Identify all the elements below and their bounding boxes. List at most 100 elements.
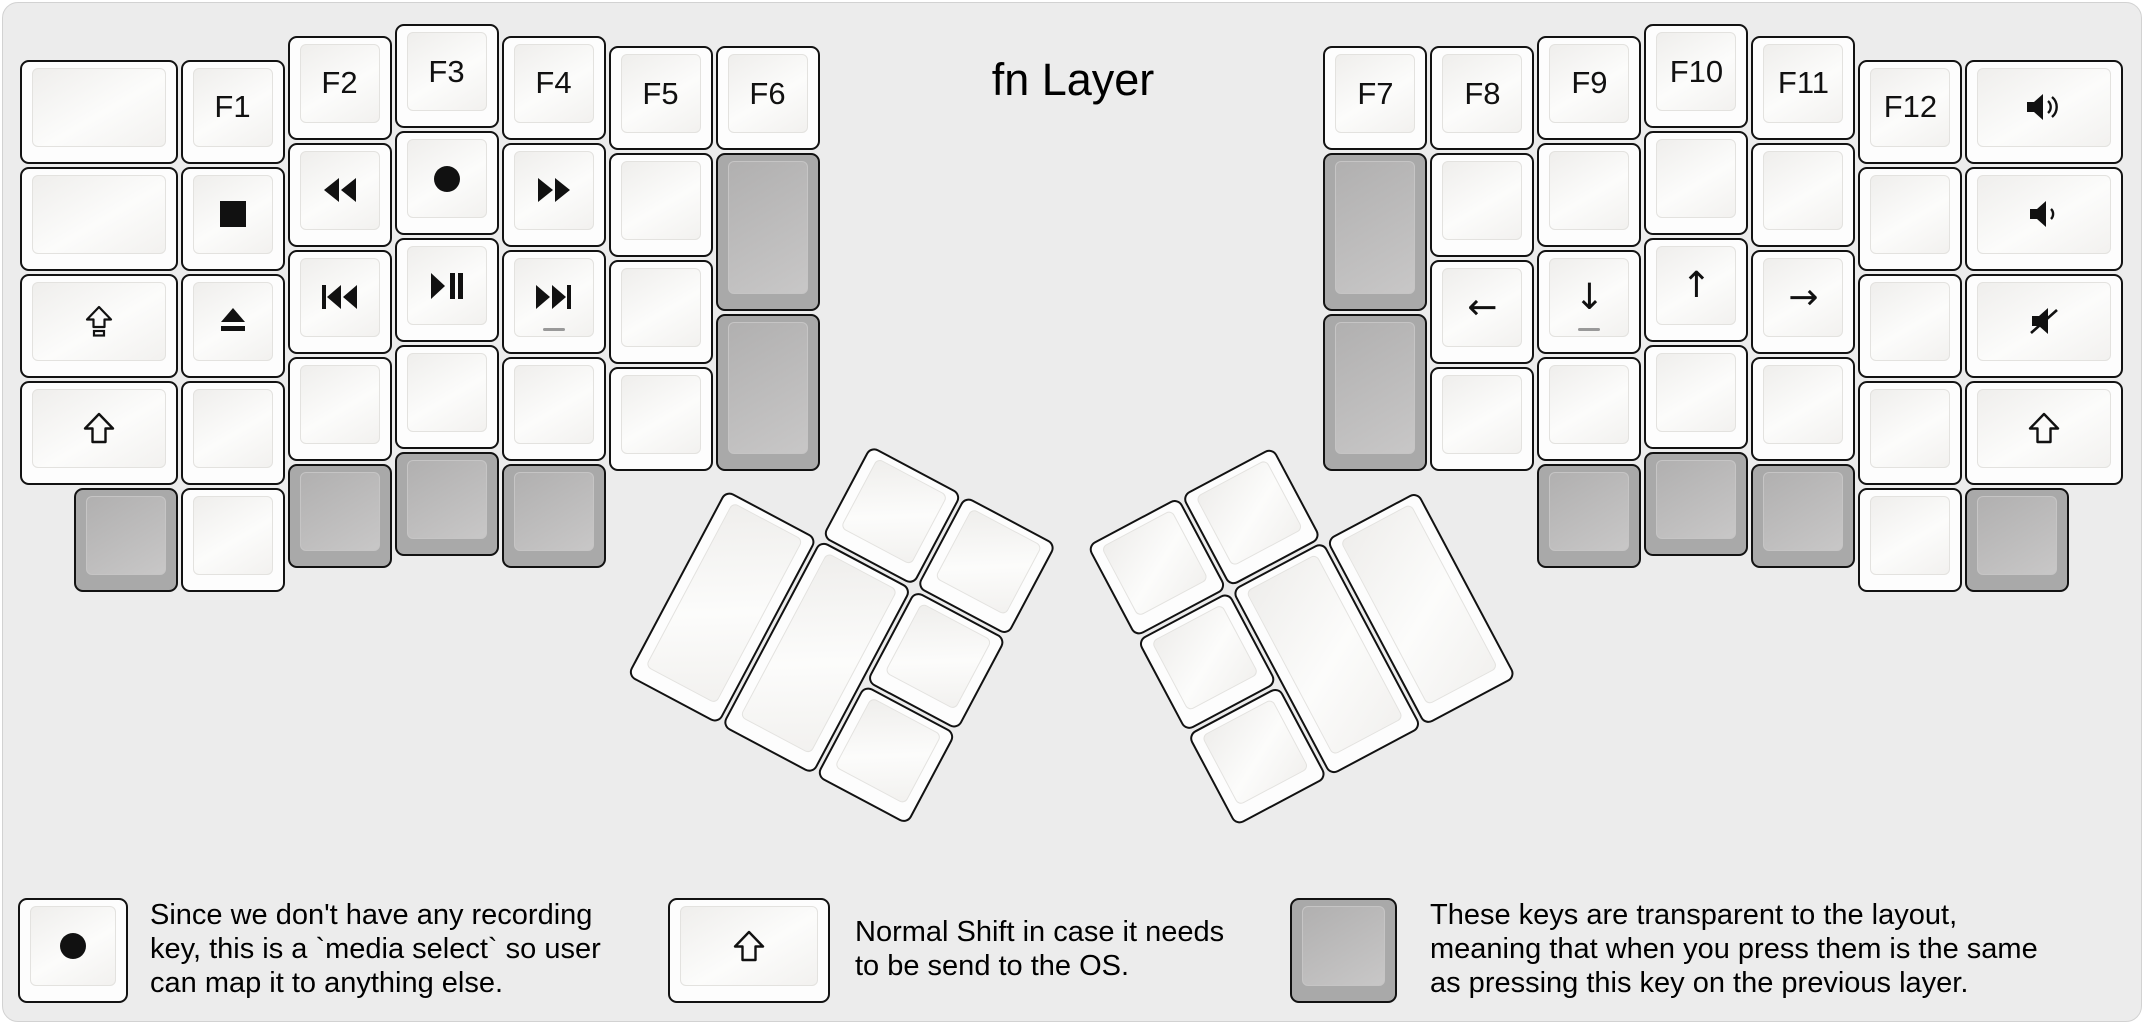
- keycap-surface: [727, 321, 808, 455]
- key-blank: [1537, 356, 1642, 461]
- key-blank: [1644, 131, 1749, 235]
- key-transparent: [1644, 452, 1749, 556]
- key-blank: [1751, 356, 1856, 461]
- keycap-surface: [1335, 321, 1416, 455]
- keycap-surface: [30, 906, 116, 986]
- keycap-surface: F12: [1870, 67, 1951, 147]
- keycap-surface: F11: [1763, 43, 1844, 123]
- key-label: F8: [1464, 75, 1501, 111]
- keycap-surface: F9: [1549, 43, 1630, 123]
- key-transparent: [394, 452, 499, 556]
- keycap-surface: [1977, 67, 2111, 147]
- keycap-surface: [1549, 364, 1630, 444]
- key-blank: [1858, 273, 1963, 378]
- key-volume-up: [1965, 59, 2123, 164]
- key-label: F12: [1883, 89, 1938, 125]
- keycap-surface: [1442, 161, 1523, 241]
- keycap-surface: [1977, 281, 2111, 361]
- key-arrow-left: ←: [1430, 260, 1535, 365]
- key-label: F7: [1357, 75, 1394, 111]
- key-blank: [1858, 487, 1963, 592]
- key-eject: [180, 273, 285, 378]
- key-blank: [1430, 153, 1535, 258]
- key-f3: F3: [394, 24, 499, 128]
- key-blank: [608, 260, 713, 365]
- key-label: F11: [1777, 65, 1830, 101]
- key-transparent: [1751, 463, 1856, 568]
- key-blank: [501, 356, 606, 461]
- key-transparent: [73, 487, 178, 592]
- legend-note-line: as pressing this key on the previous lay…: [1430, 966, 1969, 999]
- keycap-surface: [1870, 281, 1951, 361]
- keycap-surface: [1656, 460, 1737, 539]
- eject-icon: [218, 308, 248, 334]
- keycap-surface: ←: [1442, 268, 1523, 348]
- keycap-surface: [299, 257, 380, 337]
- legend-note-line: Since we don't have any recording: [150, 898, 593, 931]
- keycap-surface: →: [1763, 257, 1844, 337]
- key-prev-track: [287, 249, 392, 354]
- keycap-surface: F4: [513, 43, 594, 123]
- key-arrow-right: →: [1751, 249, 1856, 354]
- keycap-surface: [727, 161, 808, 294]
- keycap-surface: [406, 139, 487, 218]
- layer-title: fn Layer: [991, 54, 1155, 105]
- keycap-surface: F6: [727, 54, 808, 134]
- keycap-surface: [192, 174, 273, 254]
- keycap-surface: [1335, 161, 1416, 294]
- key-label: F2: [321, 65, 358, 101]
- keycap-surface: [1870, 388, 1951, 468]
- key-label: F9: [1571, 65, 1608, 101]
- key-f6: F6: [715, 46, 820, 151]
- keycap-surface: [620, 268, 701, 348]
- keycap-surface: F2: [299, 43, 380, 123]
- record-icon: [433, 165, 461, 193]
- key-transparent: [1965, 487, 2070, 592]
- caps-lock-icon: [84, 305, 114, 338]
- key-next-track: [501, 249, 606, 354]
- key-stop: [180, 166, 285, 271]
- down-arrow-icon: ↓: [1574, 276, 1605, 318]
- keycap-surface: ↑: [1656, 246, 1737, 325]
- volume-up-icon: [2025, 92, 2063, 122]
- key-blank: [1537, 142, 1642, 247]
- keycap-surface: [192, 495, 273, 575]
- keycap-surface: [192, 281, 273, 361]
- key-blank: [1751, 142, 1856, 247]
- legend-note-line: These keys are transparent to the layout…: [1430, 898, 1958, 931]
- key-blank: [180, 487, 285, 592]
- keycap-surface: [513, 364, 594, 444]
- shift-icon: [2028, 412, 2060, 445]
- keycap-surface: [1763, 150, 1844, 230]
- key-blank: [20, 166, 178, 271]
- homing-mark: [542, 327, 565, 331]
- key-fast-forward: [501, 142, 606, 247]
- key-blank: [1858, 166, 1963, 271]
- keycap-surface: [1977, 388, 2111, 468]
- keycap-surface: F7: [1335, 54, 1416, 134]
- key-record: [394, 131, 499, 235]
- keycap-surface: [406, 460, 487, 539]
- homing-mark: [1578, 327, 1601, 331]
- keycap-surface: F3: [406, 32, 487, 111]
- shift-icon: [83, 412, 115, 445]
- key-f1: F1: [180, 59, 285, 164]
- key-blank: [1644, 345, 1749, 449]
- keycap-surface: [680, 906, 818, 986]
- key-arrow-up: ↑: [1644, 238, 1749, 342]
- keycap-surface: [1870, 495, 1951, 575]
- key-blank: [1858, 380, 1963, 485]
- key-f11: F11: [1751, 35, 1856, 140]
- keycap-surface: [32, 388, 166, 468]
- keycap-surface: [32, 281, 166, 361]
- keycap-surface: [1302, 906, 1385, 986]
- key-transparent: [1537, 463, 1642, 568]
- keycap-surface: [513, 471, 594, 551]
- keycap-surface: [513, 150, 594, 230]
- keycap-surface: [1656, 139, 1737, 218]
- keycap-surface: [192, 388, 273, 468]
- key-f2: F2: [287, 35, 392, 140]
- key-f12: F12: [1858, 59, 1963, 164]
- keycap-surface: ↓: [1549, 257, 1630, 337]
